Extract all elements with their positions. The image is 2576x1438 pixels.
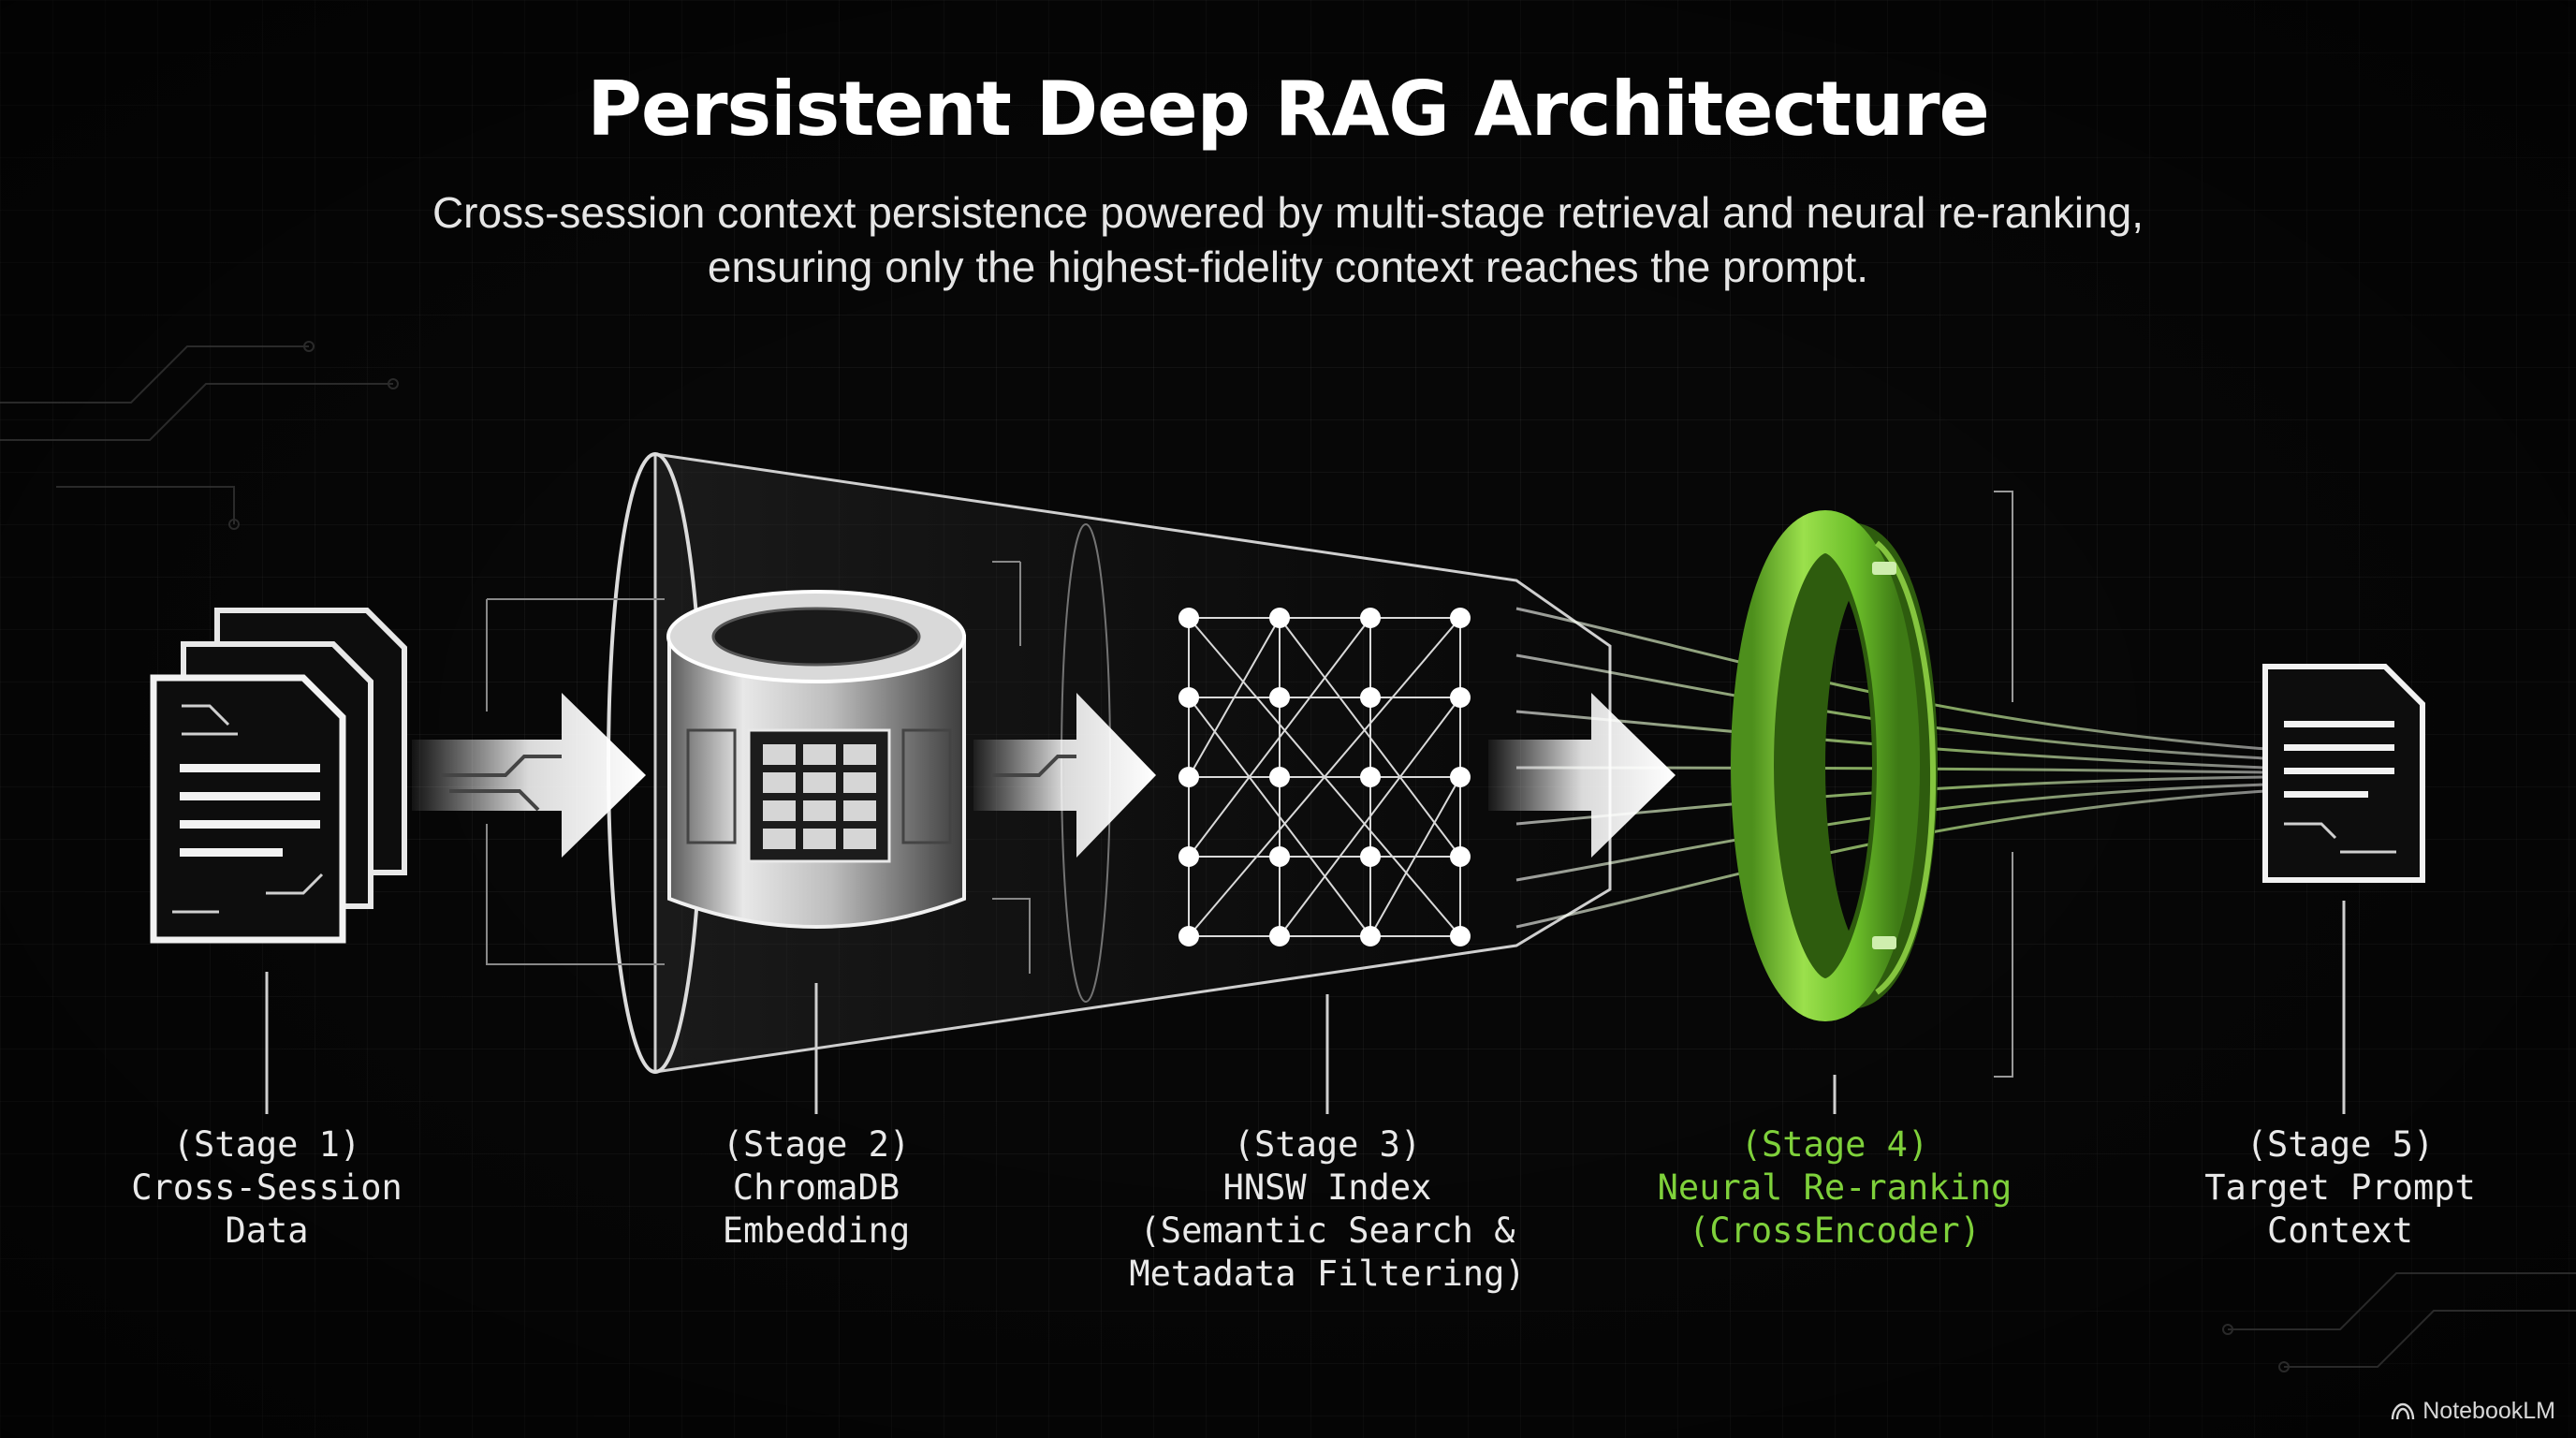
arrow-right-icon-3 xyxy=(1488,693,1676,858)
stage-4-line-3: (CrossEncoder) xyxy=(1689,1211,1981,1251)
data-streams xyxy=(1515,607,2266,929)
arrow-right-icon-2 xyxy=(973,693,1156,858)
stage-label-2: (Stage 2) ChromaDB Embedding xyxy=(554,1123,1078,1253)
stage-3-line-4: Metadata Filtering) xyxy=(1129,1254,1526,1294)
page-subtitle: Cross-session context persistence powere… xyxy=(0,185,2576,294)
stage-label-1: (Stage 1) Cross-Session Data xyxy=(5,1123,529,1253)
stage-1-line-3: Data xyxy=(225,1211,309,1251)
stage-5-line-2: Target Prompt xyxy=(2204,1167,2476,1208)
stage-label-4: (Stage 4) Neural Re-ranking (CrossEncode… xyxy=(1573,1123,2097,1253)
green-ring-icon xyxy=(1731,510,1938,1021)
arrow-right-icon xyxy=(412,693,646,858)
brand-watermark: NotebookLM xyxy=(2391,1398,2555,1425)
brand-label: NotebookLM xyxy=(2422,1398,2555,1424)
stage-label-3: (Stage 3) HNSW Index (Semantic Search & … xyxy=(1065,1123,1589,1296)
circuit-decoration-left xyxy=(0,341,399,530)
stage-2-line-1: (Stage 2) xyxy=(722,1124,911,1165)
stage-3-line-1: (Stage 3) xyxy=(1233,1124,1422,1165)
network-graph-icon xyxy=(1178,608,1471,946)
stage-1-line-2: Cross-Session xyxy=(131,1167,402,1208)
stage-5-line-1: (Stage 5) xyxy=(2246,1124,2435,1165)
stage-5-line-3: Context xyxy=(2267,1211,2413,1251)
notebooklm-logo-icon xyxy=(2392,1402,2415,1419)
stage-1-line-1: (Stage 1) xyxy=(172,1124,361,1165)
page-title: Persistent Deep RAG Architecture xyxy=(587,66,1990,153)
database-cylinder-icon xyxy=(666,590,966,929)
document-icon xyxy=(2262,664,2425,883)
subtitle-line-2: ensuring only the highest-fidelity conte… xyxy=(707,242,1869,291)
stage-label-5: (Stage 5) Target Prompt Context xyxy=(2078,1123,2576,1253)
circuit-decoration-right xyxy=(2222,1272,2576,1372)
subtitle-line-1: Cross-session context persistence powere… xyxy=(432,188,2144,237)
stage-2-line-3: Embedding xyxy=(722,1211,911,1251)
stage-4-line-2: Neural Re-ranking xyxy=(1657,1167,2012,1208)
stage-2-line-2: ChromaDB xyxy=(732,1167,900,1208)
leader-lines xyxy=(265,901,2346,1114)
stage-3-line-3: (Semantic Search & xyxy=(1139,1211,1515,1251)
document-stack-icon xyxy=(150,608,407,944)
stage-4-line-1: (Stage 4) xyxy=(1740,1124,1929,1165)
stage-3-line-2: HNSW Index xyxy=(1222,1167,1432,1208)
